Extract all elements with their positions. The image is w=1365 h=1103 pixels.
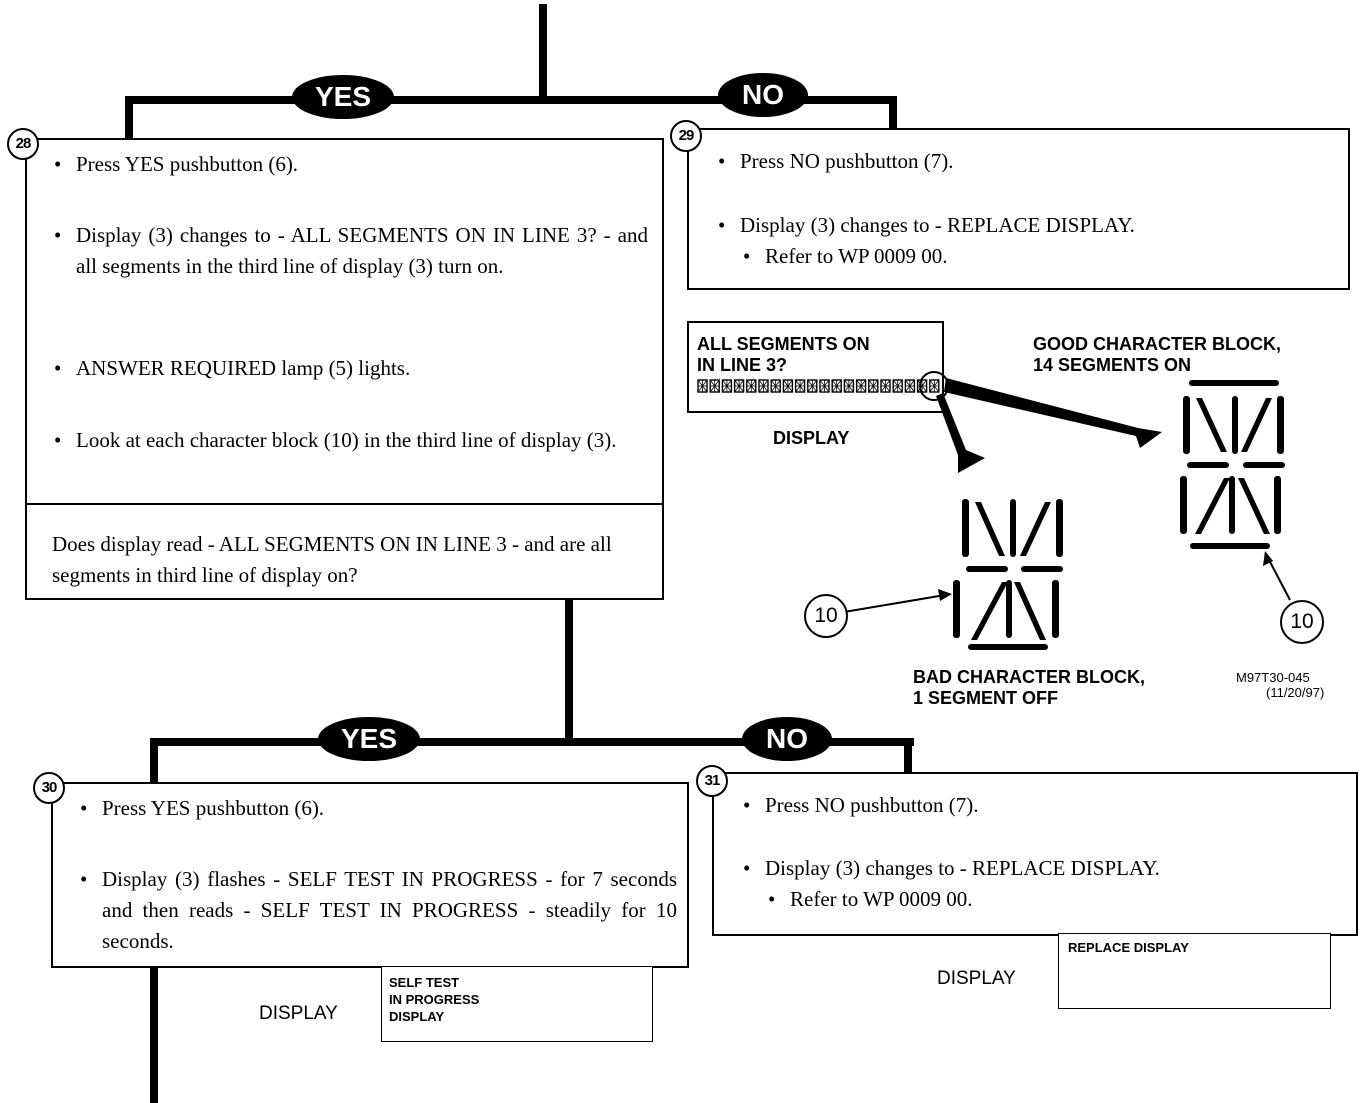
step-28-bullet: Press YES pushbutton (6).: [54, 149, 648, 180]
bad-character-block: [953, 499, 1063, 650]
step-30-bullet: Display (3) flashes - SELF TEST IN PROGR…: [80, 864, 677, 957]
step-number-29: 29: [670, 120, 702, 152]
display-line-1: ALL SEGMENTS ON: [697, 334, 870, 354]
display-line-2: IN LINE 3?: [697, 355, 788, 375]
step-28-divider: [25, 503, 664, 505]
step-28-question: Does display read - ALL SEGMENTS ON IN L…: [52, 532, 612, 587]
no-label: NO: [718, 73, 808, 117]
selftest-display-panel: [381, 966, 653, 1042]
yes-label: YES: [292, 75, 394, 119]
replace-display-text: REPLACE DISPLAY: [1068, 940, 1189, 955]
yes-label: YES: [318, 717, 420, 761]
step-number-31: 31: [696, 765, 728, 797]
figure-date: (11/20/97): [1266, 685, 1325, 700]
step-29-sub-bullet: Refer to WP 0009 00.: [743, 241, 1265, 272]
step-number-28: 28: [7, 128, 39, 160]
display-panel: [687, 321, 944, 413]
selftest-display-caption: DISPLAY: [259, 1003, 338, 1024]
step-29-bullet: Press NO pushbutton (7).: [718, 146, 1320, 177]
selftest-display-line-1: SELF TEST: [389, 975, 460, 990]
step-30-bullet: Press YES pushbutton (6).: [80, 793, 677, 824]
step-29-bullet: Display (3) changes to - REPLACE DISPLAY…: [718, 210, 1320, 241]
segment-row: [697, 379, 940, 393]
step-number-30: 30: [33, 772, 65, 804]
step-28-bullet: Look at each character block (10) in the…: [54, 425, 648, 456]
step-31-bullet: Display (3) changes to - REPLACE DISPLAY…: [743, 853, 1335, 884]
bad-block-label: 1 SEGMENT OFF: [913, 688, 1059, 708]
display-caption: DISPLAY: [773, 428, 850, 448]
callout-10: 10: [804, 594, 848, 638]
bad-block-label: BAD CHARACTER BLOCK,: [913, 667, 1145, 687]
selftest-display-line-2: IN PROGRESS: [389, 992, 480, 1007]
figure-id: M97T30-045: [1236, 670, 1310, 685]
step-31-bullet: Press NO pushbutton (7).: [743, 790, 1335, 821]
callout-10: 10: [1280, 600, 1324, 644]
step-31-sub-bullet: Refer to WP 0009 00.: [768, 884, 1290, 915]
good-block-label: 14 SEGMENTS ON: [1033, 355, 1192, 375]
step-28-bullet: ANSWER REQUIRED lamp (5) lights.: [54, 353, 648, 384]
good-character-block: [1180, 380, 1285, 549]
no-label: NO: [742, 717, 832, 761]
replace-display-caption: DISPLAY: [937, 968, 1016, 989]
step-28-bullet: Display (3) changes to - ALL SEGMENTS ON…: [54, 220, 648, 282]
good-block-label: GOOD CHARACTER BLOCK,: [1033, 334, 1281, 354]
replace-display-panel: [1058, 933, 1331, 1009]
selftest-display-line-3: DISPLAY: [389, 1009, 445, 1024]
